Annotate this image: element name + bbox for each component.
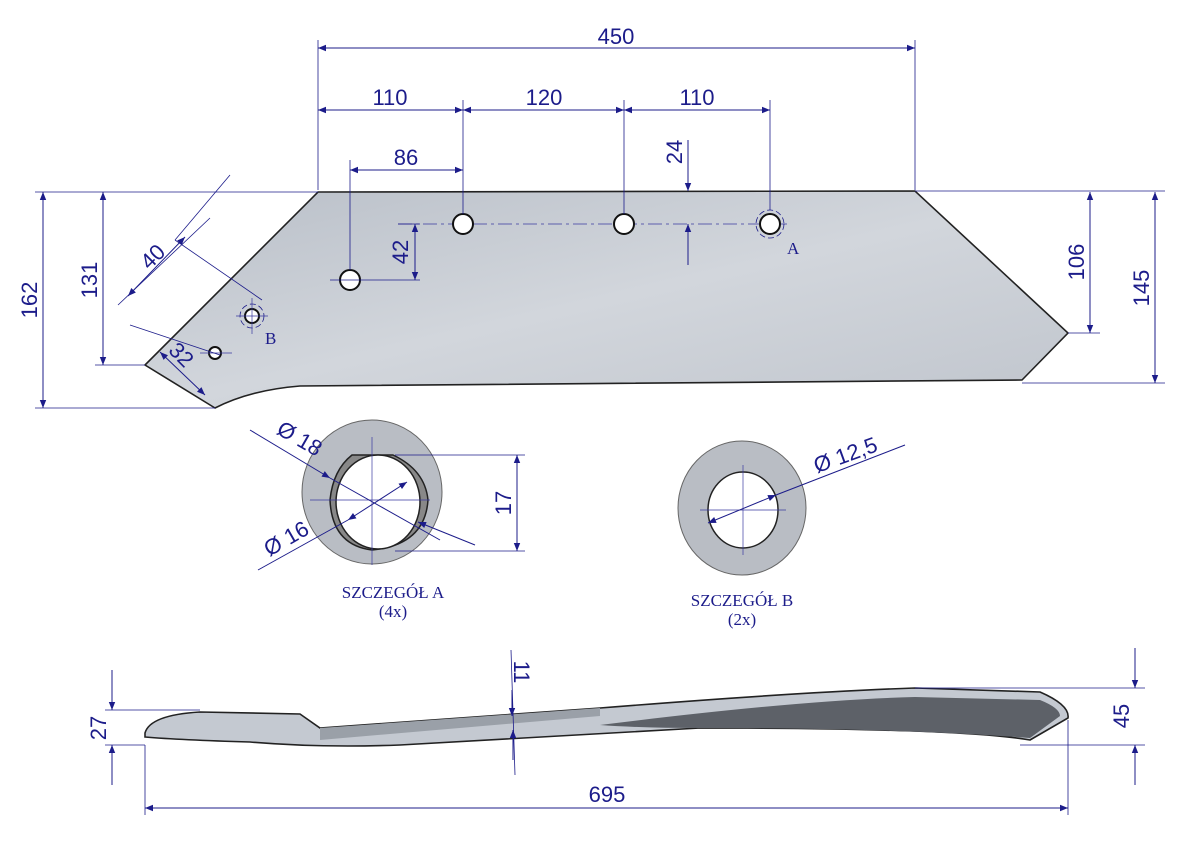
plate-outline	[143, 190, 1070, 409]
dim-450: 450	[598, 24, 635, 49]
dim-695: 695	[589, 782, 626, 807]
dim-145: 145	[1129, 270, 1154, 307]
dim-dia-12-5: Ø 12,5	[810, 432, 881, 478]
dim-106: 106	[1064, 244, 1089, 281]
hole	[613, 213, 635, 235]
dim-11: 11	[509, 661, 534, 684]
detail-a-count: (4x)	[379, 602, 407, 621]
hole	[452, 213, 474, 235]
hole-a	[759, 213, 781, 235]
dim-131: 131	[77, 262, 102, 299]
detail-a-title: SZCZEGÓŁ A	[342, 583, 445, 602]
dim-27: 27	[86, 716, 111, 740]
side-view: 27 45 11 695	[86, 648, 1145, 815]
dim-42: 42	[388, 240, 413, 264]
marker-b: B	[265, 329, 276, 348]
detail-b-title: SZCZEGÓŁ B	[691, 591, 793, 610]
dim-86: 86	[394, 145, 418, 170]
top-view: A B 450 110 120 110 86 24 42 162 131 106…	[17, 24, 1165, 409]
detail-b: Ø 12,5 SZCZEGÓŁ B (2x)	[677, 432, 906, 629]
dim-24: 24	[662, 140, 687, 164]
dim-17: 17	[491, 491, 516, 515]
dim-120: 120	[526, 85, 563, 110]
detail-b-count: (2x)	[728, 610, 756, 629]
dim-162: 162	[17, 282, 42, 319]
dim-110-left: 110	[372, 85, 407, 110]
dim-45: 45	[1109, 704, 1134, 728]
dim-110-right: 110	[679, 85, 714, 110]
detail-a: Ø 18 Ø 16 17 SZCZEGÓŁ A (4x)	[249, 416, 525, 621]
marker-a: A	[787, 239, 800, 258]
dim-40: 40	[135, 239, 170, 274]
